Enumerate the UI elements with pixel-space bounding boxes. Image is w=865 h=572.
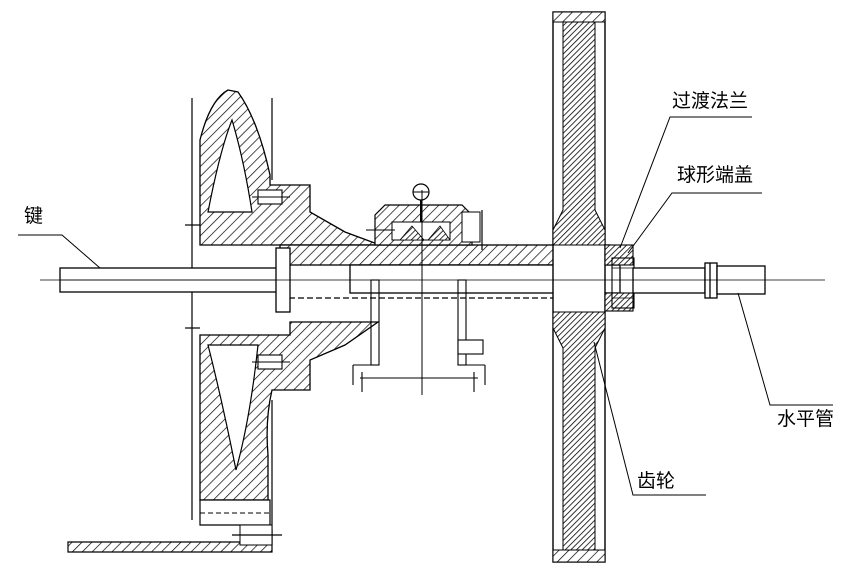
- label-gear: 齿轮: [637, 470, 676, 492]
- horizontal-tube: [632, 262, 766, 299]
- label-transition-flange: 过渡法兰: [672, 90, 749, 112]
- hub-bolts: [252, 189, 290, 370]
- gear: [552, 11, 606, 563]
- label-spherical-end-cap: 球形端盖: [677, 164, 754, 186]
- impeller-upper: [199, 89, 381, 246]
- label-key: 键: [24, 205, 44, 227]
- leader-lines: [18, 116, 833, 496]
- label-horizontal-tube: 水平管: [777, 408, 835, 430]
- base-plate: [67, 524, 282, 553]
- left-frame: [185, 98, 273, 545]
- flange-and-end-cap: [604, 244, 635, 312]
- impeller-lower: [199, 321, 381, 526]
- bearing-housing: [366, 183, 483, 250]
